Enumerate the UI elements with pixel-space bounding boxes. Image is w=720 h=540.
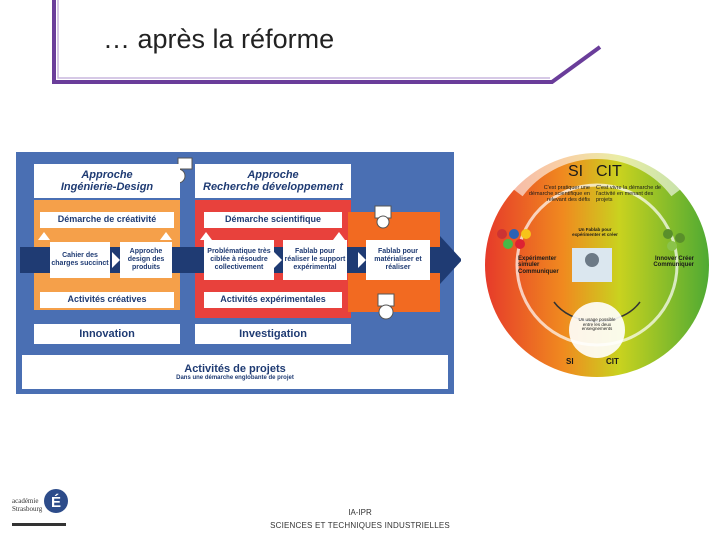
- box-fablab-materialize: Fablab pour matérialiser et réaliser: [366, 240, 430, 280]
- left-actions: Expérimenter simuler Communiquer: [518, 256, 559, 275]
- box-approche-design: Approche design des produits: [120, 242, 172, 278]
- bottom-text: Un usage possible entre les deux enseign…: [578, 317, 616, 332]
- projects-activities-box: Activités de projets Dans une démarche e…: [22, 355, 448, 389]
- circle-background: [485, 152, 709, 377]
- bottom-si: SI: [566, 357, 574, 366]
- bottom-cit: CIT: [606, 357, 619, 366]
- svg-text:Strasbourg: Strasbourg: [12, 505, 43, 513]
- investigation-label: Investigation: [195, 324, 351, 344]
- box-cahier-des-charges: Cahier des charges succinct: [50, 242, 110, 278]
- scientific-header: Démarche scientifique: [204, 212, 342, 228]
- right-actions: Innover Créer Communiquer: [653, 256, 694, 269]
- approach-2-line2: Recherche développement: [203, 181, 343, 193]
- approach-1-line1: Approche: [81, 168, 133, 181]
- academy-logo: É académie Strasbourg: [10, 487, 72, 535]
- si-label: SI: [568, 163, 584, 180]
- footer-line-2: SCIENCES ET TECHNIQUES INDUSTRIELLES: [270, 521, 450, 530]
- approach-research-development: Approche Recherche développement: [195, 164, 351, 198]
- si-cit-circle: SI CIT C'est pratiquer une démarche scie…: [484, 152, 710, 378]
- svg-text:É: É: [51, 494, 61, 511]
- experimental-activities: Activités expérimentales: [204, 292, 342, 308]
- pedagogy-diagram: Approche Ingénierie-Design Approche Rech…: [16, 152, 461, 394]
- cit-text: C'est vivre la démarche de l'activité en…: [596, 185, 661, 203]
- slide-title: … après la réforme: [103, 24, 335, 54]
- fablab-text: Un Fablab pour expérimenter et créer: [572, 227, 618, 237]
- projects-subtitle: Dans une démarche englobante de projet: [176, 374, 294, 381]
- projects-title: Activités de projets: [184, 362, 286, 375]
- si-text: C'est pratiquer une démarche scientifiqu…: [528, 185, 590, 203]
- box-problematique: Problématique très ciblée à résoudre col…: [204, 240, 274, 280]
- box-fablab-support: Fablab pour réaliser le support expérime…: [283, 240, 347, 280]
- svg-text:académie: académie: [12, 497, 38, 505]
- title-frame: [52, 0, 602, 84]
- innovation-label: Innovation: [34, 324, 180, 344]
- creative-activities: Activités créatives: [40, 292, 174, 308]
- academy-logo-graphic: É académie Strasbourg: [12, 489, 68, 526]
- approach-2-line1: Approche: [247, 168, 299, 181]
- creativity-header: Démarche de créativité: [40, 212, 174, 228]
- footer-line-1: IA-IPR: [348, 508, 372, 517]
- approach-engineering-design: Approche Ingénierie-Design: [34, 164, 180, 198]
- approach-1-line2: Ingénierie-Design: [60, 181, 154, 193]
- cit-label: CIT: [596, 163, 622, 180]
